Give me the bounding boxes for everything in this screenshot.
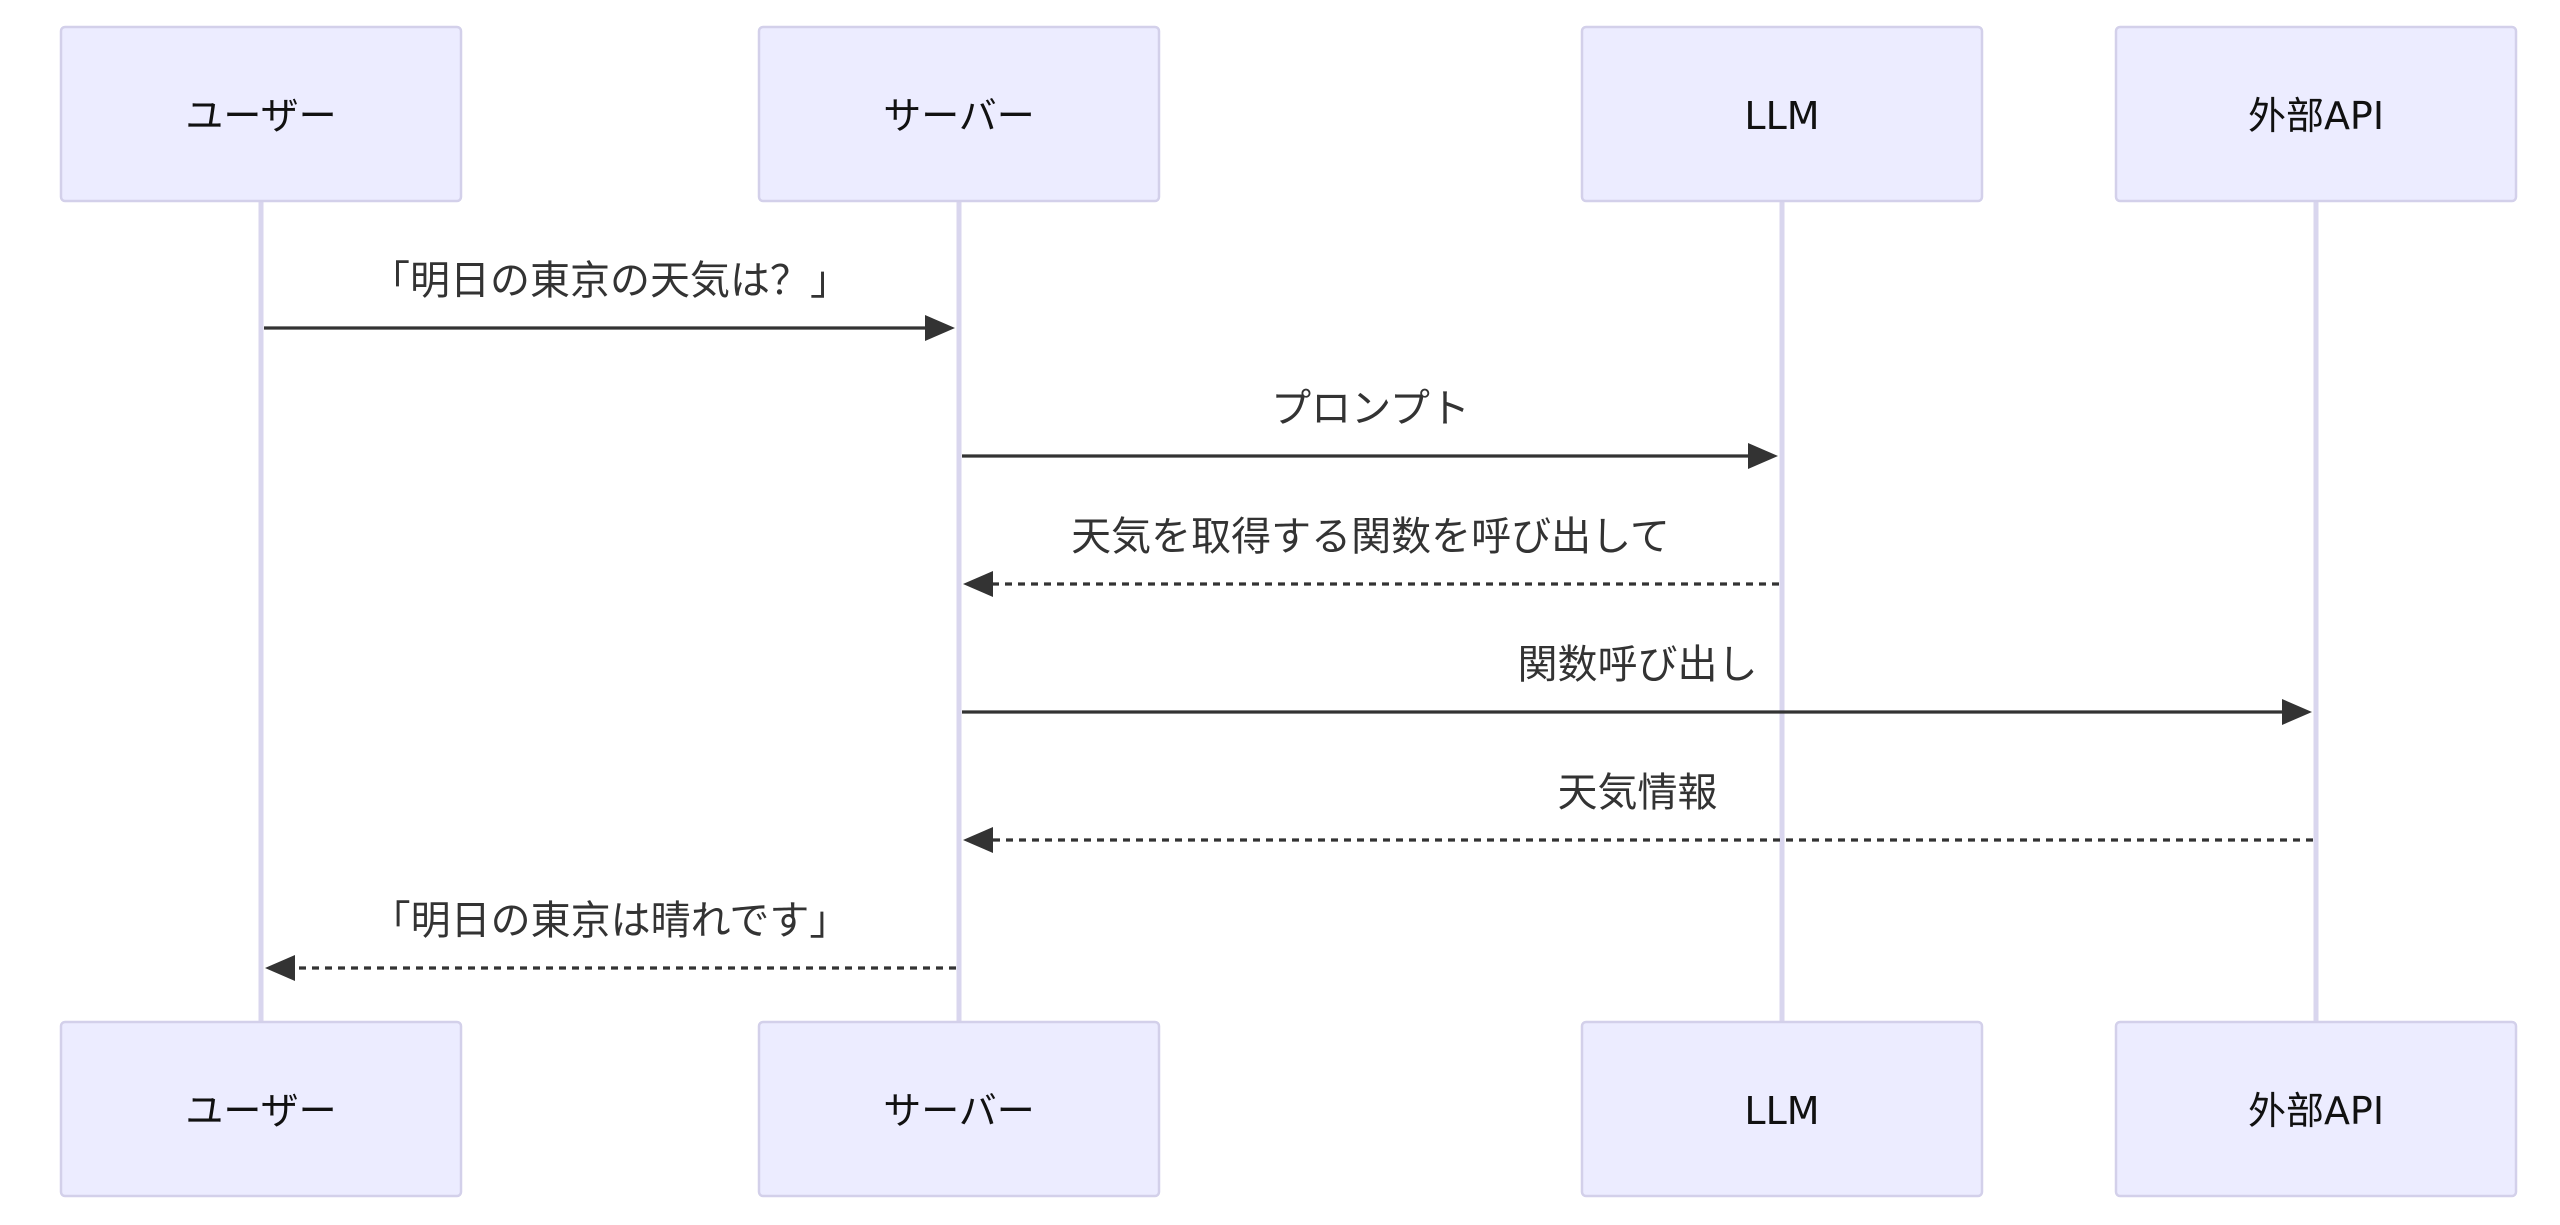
arrowhead-icon <box>963 571 993 597</box>
actor-label: サーバー <box>883 1089 1035 1133</box>
message-label: 天気情報 <box>1558 770 1718 816</box>
actor-box <box>1580 25 1984 203</box>
message-label: 天気を取得する関数を呼び出して <box>1071 514 1670 560</box>
message-3: 天気を取得する関数を呼び出して <box>963 514 1779 597</box>
arrowhead-icon <box>2282 699 2312 725</box>
actor-label: サーバー <box>883 94 1035 138</box>
arrowhead-icon <box>925 315 955 341</box>
actor-label: ユーザー <box>185 1089 336 1133</box>
actor-box <box>59 1020 463 1198</box>
actor-bottom-llm: LLM <box>1580 1020 1984 1198</box>
actor-top-llm: LLM <box>1580 25 1984 203</box>
actor-top-user: ユーザー <box>59 25 463 203</box>
actor-box <box>2114 25 2518 203</box>
message-4: 関数呼び出し <box>962 642 2312 725</box>
actor-label: ユーザー <box>185 94 336 138</box>
arrowhead-icon <box>265 955 295 981</box>
actor-box <box>59 25 463 203</box>
actor-bottom-server: サーバー <box>757 1020 1161 1198</box>
actor-label: LLM <box>1744 94 1819 138</box>
actor-label: 外部API <box>2248 1089 2384 1133</box>
actor-box <box>757 1020 1161 1198</box>
arrowhead-icon <box>963 827 993 853</box>
message-label: 関数呼び出し <box>1518 642 1758 688</box>
message-label: 「明日の東京は晴れです」 <box>371 898 850 944</box>
actor-box <box>2114 1020 2518 1198</box>
actor-top-api: 外部API <box>2114 25 2518 203</box>
actor-top-server: サーバー <box>757 25 1161 203</box>
message-label: 「明日の東京の天気は？」 <box>370 258 850 304</box>
actor-bottom-api: 外部API <box>2114 1020 2518 1198</box>
message-1: 「明日の東京の天気は？」 <box>264 258 955 341</box>
messages: 「明日の東京の天気は？」プロンプト天気を取得する関数を呼び出して関数呼び出し天気… <box>264 258 2313 981</box>
message-label: プロンプト <box>1271 386 1470 432</box>
actor-bottom-user: ユーザー <box>59 1020 463 1198</box>
message-2: プロンプト <box>962 386 1778 469</box>
actor-label: LLM <box>1744 1089 1819 1133</box>
actor-box <box>757 25 1161 203</box>
arrowhead-icon <box>1748 443 1778 469</box>
lifelines <box>258 201 2319 1022</box>
actor-box <box>1580 1020 1984 1198</box>
actor-label: 外部API <box>2248 94 2384 138</box>
message-6: 「明日の東京は晴れです」 <box>265 898 956 981</box>
message-5: 天気情報 <box>963 770 2313 853</box>
